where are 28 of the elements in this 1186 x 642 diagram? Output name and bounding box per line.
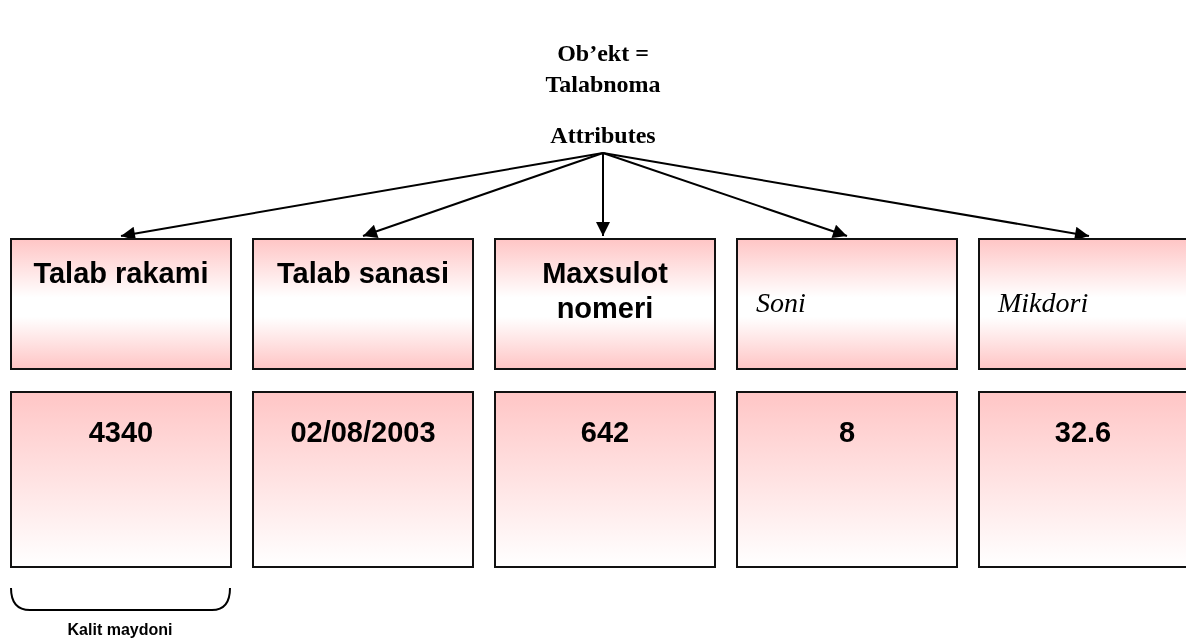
arrow [120,152,604,241]
attribute-box [10,238,232,370]
value-box [10,391,232,568]
diagram-title: Ob’ekt = Talabnoma [544,39,662,100]
attribute-name: Soni [756,286,806,320]
arrow [596,152,610,237]
attribute-value: 8 [838,415,856,450]
bracket-label: Kalit maydoni [66,620,174,640]
attribute-box [252,238,474,370]
attribute-name: Maxsulot nomeri [541,256,669,326]
attribute-box [978,238,1186,370]
value-box [978,391,1186,568]
attribute-value: 4340 [88,415,154,450]
attribute-name: Talab sanasi [277,256,449,291]
attribute-box [736,238,958,370]
value-box [736,391,958,568]
arrow [602,152,1090,241]
arrow [362,152,604,239]
attribute-value: 02/08/2003 [290,415,436,450]
attributes-heading: Attributes [523,117,683,153]
attribute-value: 32.6 [1054,415,1112,450]
attribute-box [494,238,716,370]
attribute-value: 642 [580,415,630,450]
attribute-name: Mikdori [998,286,1089,320]
attribute-name: Talab rakami [33,256,209,291]
arrow [602,152,848,239]
value-box [494,391,716,568]
value-box [252,391,474,568]
